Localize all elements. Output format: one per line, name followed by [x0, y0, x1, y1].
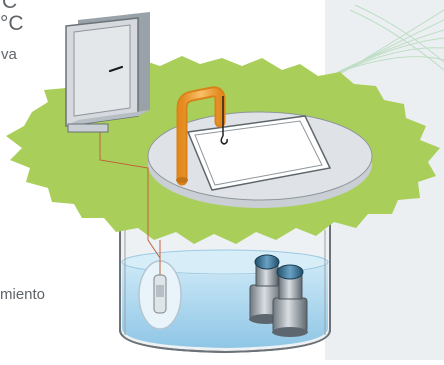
partial-label-4: miento [0, 286, 45, 303]
control-panel [66, 12, 150, 132]
partial-label-3: va [1, 46, 17, 63]
partial-label-2: °C [0, 12, 24, 36]
